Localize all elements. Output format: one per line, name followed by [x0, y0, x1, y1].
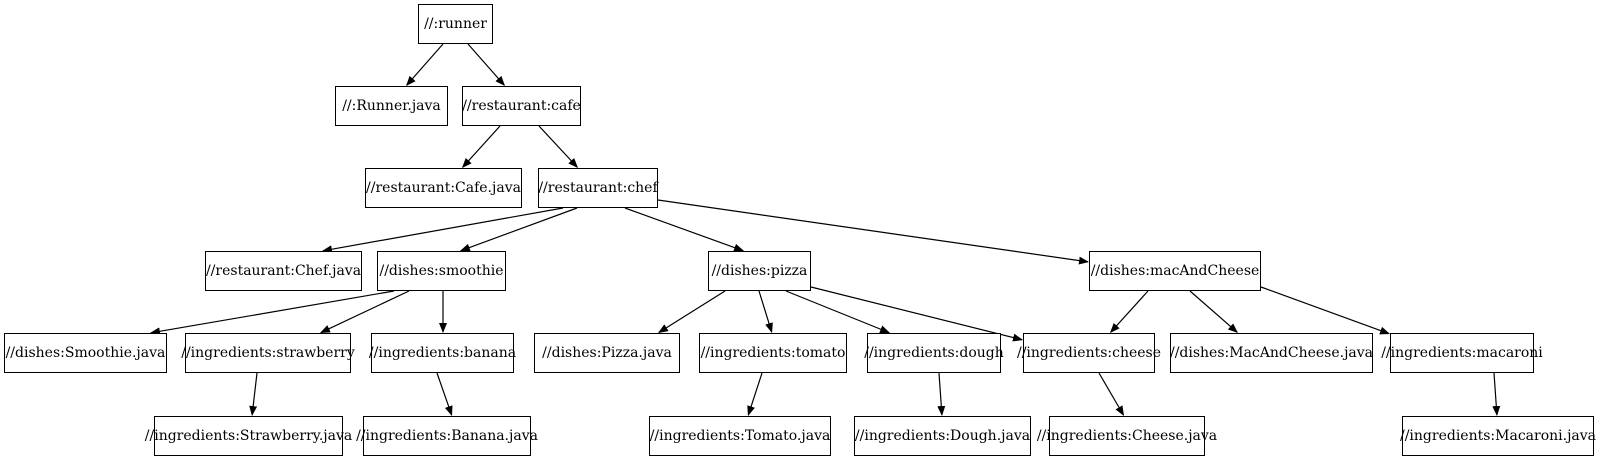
graph-node-dishes_macandchees[interactable]: //dishes:macAndCheese — [1089, 251, 1261, 291]
graph-node-runner_java[interactable]: //:Runner.java — [335, 86, 448, 126]
graph-node-runner[interactable]: //:runner — [418, 4, 493, 44]
graph-node-dishes_smoothie[interactable]: //dishes:smoothie — [377, 251, 506, 291]
graph-node-label: //restaurant:Cafe.java — [366, 180, 521, 196]
graph-node-dishes_pizza[interactable]: //dishes:pizza — [708, 251, 811, 291]
graph-node-ing_macaroni[interactable]: //ingredients:macaroni — [1381, 333, 1543, 373]
graph-node-label: //restaurant:chef — [538, 180, 658, 196]
graph-node-cafe_java[interactable]: //restaurant:Cafe.java — [365, 168, 522, 208]
graph-node-smoothie_java[interactable]: //dishes:Smoothie.java — [4, 333, 167, 373]
graph-node-label: //ingredients:Cheese.java — [1036, 428, 1218, 444]
graph-node-label: //ingredients:dough — [864, 345, 1004, 361]
graph-node-label: //dishes:macAndCheese — [1090, 263, 1260, 279]
graph-node-label: //ingredients:Banana.java — [356, 428, 538, 444]
graph-node-label: //ingredients:Strawberry.java — [144, 428, 353, 444]
graph-node-ing_strawberry[interactable]: //ingredients:strawberry — [181, 333, 355, 373]
graph-node-label: //dishes:smoothie — [379, 263, 504, 279]
graph-node-label: //ingredients:cheese — [1016, 345, 1162, 361]
graph-node-label: //:runner — [424, 16, 487, 32]
graph-node-ing_tomato[interactable]: //ingredients:tomato — [699, 333, 847, 373]
graph-node-macandcheese_java[interactable]: //dishes:MacAndCheese.java — [1170, 333, 1373, 373]
graph-node-label: //ingredients:Tomato.java — [649, 428, 831, 444]
graph-node-label: //dishes:MacAndCheese.java — [1169, 345, 1374, 361]
graph-node-chef_java[interactable]: //restaurant:Chef.java — [205, 251, 362, 291]
graph-node-label: //ingredients:banana — [368, 345, 517, 361]
graph-node-pizza_java[interactable]: //dishes:Pizza.java — [534, 333, 680, 373]
graph-node-label: //:Runner.java — [342, 98, 441, 114]
graph-node-label: //ingredients:Macaroni.java — [1400, 428, 1597, 444]
graph-node-ing_cheese[interactable]: //ingredients:cheese — [1017, 333, 1161, 373]
graph-node-ing_banana[interactable]: //ingredients:banana — [368, 333, 517, 373]
graph-node-banana_java[interactable]: //ingredients:Banana.java — [356, 416, 538, 456]
graph-node-label: //ingredients:Dough.java — [854, 428, 1031, 444]
graph-node-label: //dishes:Pizza.java — [542, 345, 672, 361]
graph-node-strawberry_java[interactable]: //ingredients:Strawberry.java — [145, 416, 352, 456]
graph-node-label: //ingredients:tomato — [700, 345, 846, 361]
graph-node-restaurant_chef[interactable]: //restaurant:chef — [538, 168, 658, 208]
graph-node-label: //dishes:Smoothie.java — [5, 345, 166, 361]
graph-node-label: //restaurant:cafe — [462, 98, 581, 114]
graph-node-ing_dough[interactable]: //ingredients:dough — [864, 333, 1004, 373]
graph-node-tomato_java[interactable]: //ingredients:Tomato.java — [649, 416, 831, 456]
graph-node-label: //dishes:pizza — [711, 263, 808, 279]
graph-node-macaroni_java[interactable]: //ingredients:Macaroni.java — [1400, 416, 1597, 456]
graph-node-dough_java[interactable]: //ingredients:Dough.java — [854, 416, 1031, 456]
graph-node-label: //ingredients:macaroni — [1381, 345, 1543, 361]
graph-node-restaurant_cafe[interactable]: //restaurant:cafe — [462, 86, 581, 126]
graph-node-label: //restaurant:Chef.java — [205, 263, 362, 279]
graph-node-cheese_java[interactable]: //ingredients:Cheese.java — [1037, 416, 1217, 456]
graph-node-label: //ingredients:strawberry — [181, 345, 355, 361]
